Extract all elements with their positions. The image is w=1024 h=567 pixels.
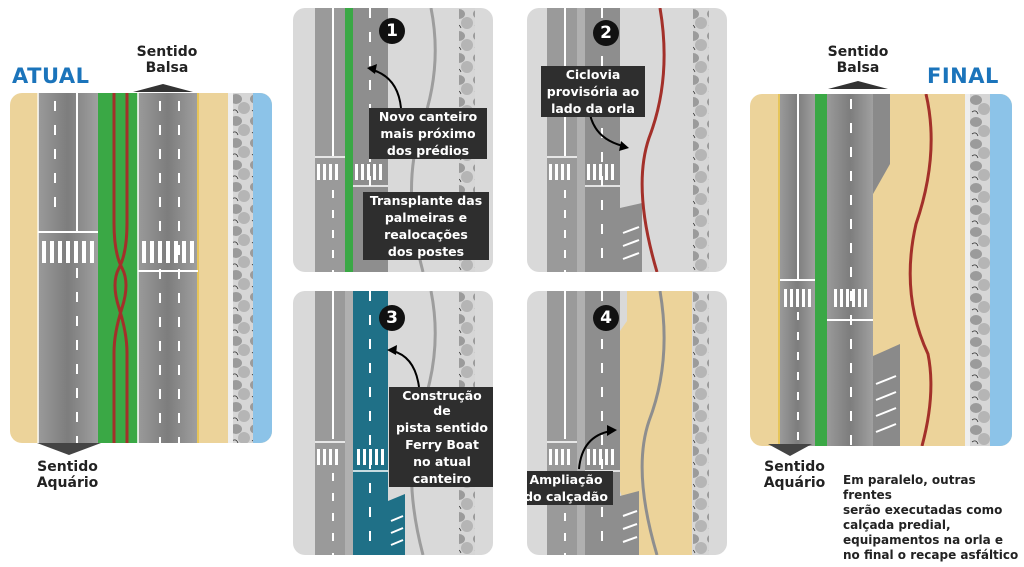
step-4-callout: Ampliação do calçadão: [527, 471, 613, 505]
callout-line: dos prédios: [369, 142, 487, 159]
step-1-panel: 1 Novo canteiro mais próximo dos prédios…: [293, 8, 493, 272]
callout-line: realocações: [363, 226, 489, 243]
rocks: [970, 94, 990, 446]
step-3-panel: 3 Construção de pista sentido Ferry Boat…: [293, 291, 493, 555]
bike-lane: [640, 8, 666, 272]
direction-line1: Sentido: [764, 459, 825, 475]
step-2-callout: Ciclovia provisória ao lado da orla: [541, 66, 645, 117]
note-line: no final o recape asfáltico: [843, 548, 1019, 562]
note-line: serão executadas como: [843, 503, 1003, 517]
direction-line2: Balsa: [145, 60, 189, 76]
water: [990, 94, 1012, 446]
callout-line: no atual: [389, 453, 493, 470]
step-4-panel: 4 Ampliação do calçadão: [527, 291, 727, 555]
arrow-down-icon: [37, 443, 101, 455]
current-top-direction: Sentido Balsa: [122, 44, 212, 76]
callout-line: lado da orla: [541, 100, 645, 117]
arrow-up-icon: [133, 84, 193, 92]
final-title: FINAL: [927, 64, 999, 88]
step-number-badge: 4: [593, 305, 619, 331]
note-line: Em paralelo, outras frentes: [843, 473, 976, 502]
direction-line2: Balsa: [836, 60, 880, 76]
direction-line1: Sentido: [136, 44, 198, 60]
final-road-svg: [778, 94, 1012, 446]
current-road-diagram: [10, 93, 272, 443]
step-number-badge: 2: [593, 20, 619, 46]
direction-line2: Aquário: [763, 475, 826, 491]
callout-line: canteiro: [389, 470, 493, 487]
callout-line: pista sentido: [389, 419, 493, 436]
arrow-down-icon: [768, 444, 812, 456]
step-3-svg: [315, 291, 475, 555]
arrow-icon: [607, 425, 617, 436]
direction-line2: Aquário: [36, 475, 99, 491]
callout-line: Ciclovia: [541, 66, 645, 83]
step-number-badge: 1: [379, 18, 405, 44]
road-right: [138, 93, 198, 443]
arrow-icon: [619, 141, 629, 151]
bike-lane: [908, 94, 933, 446]
arrow-icon: [367, 64, 377, 74]
direction-line1: Sentido: [37, 459, 98, 475]
widened-promenade: [620, 291, 692, 555]
final-top-direction: Sentido Balsa: [818, 44, 898, 76]
current-title: ATUAL: [12, 64, 90, 88]
callout-line: Novo canteiro: [369, 108, 487, 125]
direction-line1: Sentido: [827, 44, 889, 60]
step-3-callout: Construção de pista sentido Ferry Boat n…: [389, 387, 493, 487]
step-number-badge: 3: [379, 305, 405, 331]
callout-line: Ferry Boat: [389, 436, 493, 453]
median-green: [815, 94, 827, 446]
road-left: [38, 93, 98, 443]
callout-line: Transplante das: [363, 192, 489, 209]
callout-line: Ampliação: [527, 471, 613, 488]
current-road-svg: [37, 93, 272, 443]
water: [253, 93, 272, 443]
callout-line: provisória ao: [541, 83, 645, 100]
callout-line: mais próximo: [369, 125, 487, 142]
rocks: [233, 93, 253, 443]
callout-line: dos postes: [363, 243, 489, 260]
step-1-callout-a: Novo canteiro mais próximo dos prédios: [369, 108, 487, 159]
step-4-svg: [547, 291, 709, 555]
arrow-icon: [387, 345, 397, 355]
step-2-panel: 2 Ciclovia provisória ao lado da orla: [527, 8, 727, 272]
final-bottom-direction: Sentido Aquário: [752, 459, 837, 491]
callout-line: do calçadão: [527, 488, 613, 505]
final-note: Em paralelo, outras frentes serão execut…: [843, 473, 1023, 563]
step-1-callout-b: Transplante das palmeiras e realocações …: [363, 192, 489, 260]
callout-line: Construção de: [389, 387, 493, 419]
note-line: calçada predial,: [843, 518, 951, 532]
arrow-up-icon: [828, 81, 888, 89]
final-road-diagram: [750, 94, 1012, 446]
step-2-svg: [547, 8, 709, 272]
current-bottom-direction: Sentido Aquário: [25, 459, 110, 491]
callout-line: palmeiras e: [363, 209, 489, 226]
note-line: equipamentos na orla e: [843, 533, 1004, 547]
